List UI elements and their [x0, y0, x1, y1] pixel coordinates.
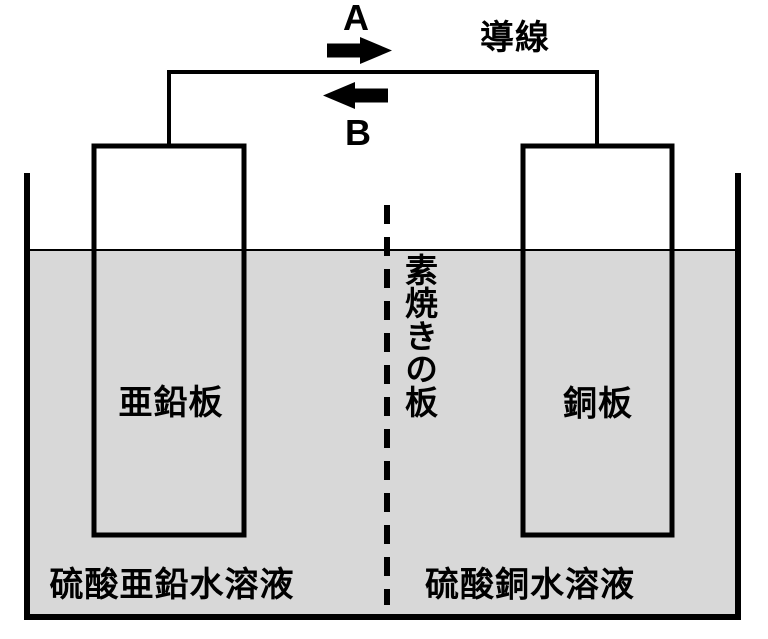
zinc-sulfate-solution-label: 硫酸亜鉛水溶液 — [49, 566, 295, 604]
zinc-electrode-plate — [91, 143, 247, 538]
arrow-right-icon — [327, 37, 392, 64]
current-direction-a-label: A — [343, 0, 369, 38]
electrolyte-solution-fill — [28, 250, 737, 616]
porous-plate-label: 素焼きの板 — [400, 253, 438, 418]
arrow-left-icon — [323, 82, 388, 109]
copper-sulfate-solution-label: 硫酸銅水溶液 — [425, 566, 635, 604]
zinc-plate-label: 亜鉛板 — [118, 384, 224, 422]
current-direction-b-label: B — [345, 112, 371, 153]
copper-electrode-plate — [520, 143, 675, 538]
lead-wire-label: 導線 — [480, 19, 550, 57]
copper-plate-label: 銅板 — [563, 385, 633, 423]
beaker-outline — [24, 173, 741, 620]
lead-wire-line — [167, 70, 599, 146]
